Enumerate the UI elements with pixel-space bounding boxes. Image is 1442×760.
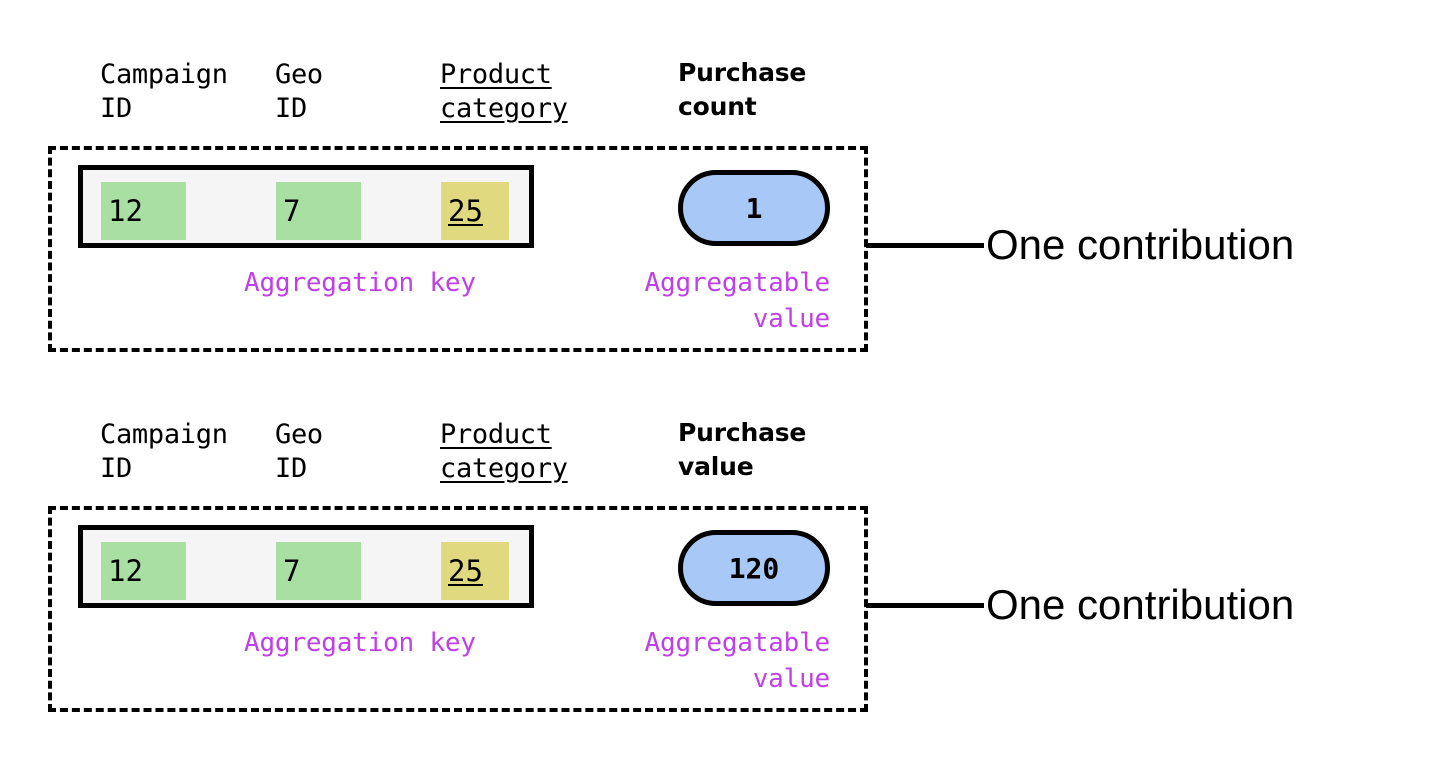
column-header-campaign-id: Campaign ID xyxy=(100,419,228,484)
caption-aggregatable-value: Aggregatable value xyxy=(644,268,831,334)
aggregation-key-box: 12 7 25 xyxy=(78,165,534,248)
caption-aggregation-key: Aggregation key xyxy=(244,268,476,298)
column-header-metric: Purchase count xyxy=(678,58,807,121)
contribution-container xyxy=(48,146,868,352)
column-headers-row: Campaign ID Geo ID Product category Purc… xyxy=(100,418,880,498)
key-cell-geo-id: 7 xyxy=(276,542,361,600)
contribution-container xyxy=(48,506,868,712)
aggregatable-value-pill: 120 xyxy=(678,530,830,606)
annotation-connector-line xyxy=(866,603,984,608)
column-header-product-category: Product category xyxy=(440,419,568,484)
aggregation-key-box: 12 7 25 xyxy=(78,525,534,608)
annotation-one-contribution: One contribution xyxy=(986,581,1295,628)
caption-aggregation-key: Aggregation key xyxy=(244,628,476,658)
key-cell-product-category: 25 xyxy=(441,182,509,240)
key-cell-campaign-id: 12 xyxy=(101,542,186,600)
column-header-geo-id: Geo ID xyxy=(275,59,323,124)
caption-aggregatable-value: Aggregatable value xyxy=(644,628,831,694)
annotation-one-contribution: One contribution xyxy=(986,221,1295,268)
annotation-connector-line xyxy=(866,243,984,248)
column-header-product-category: Product category xyxy=(440,59,568,124)
key-cell-geo-id: 7 xyxy=(276,182,361,240)
column-header-metric: Purchase value xyxy=(678,418,807,481)
column-headers-row: Campaign ID Geo ID Product category Purc… xyxy=(100,58,880,138)
key-cell-product-category: 25 xyxy=(441,542,509,600)
key-cell-campaign-id: 12 xyxy=(101,182,186,240)
aggregatable-value-pill: 1 xyxy=(678,170,830,246)
column-header-campaign-id: Campaign ID xyxy=(100,59,228,124)
column-header-geo-id: Geo ID xyxy=(275,419,323,484)
